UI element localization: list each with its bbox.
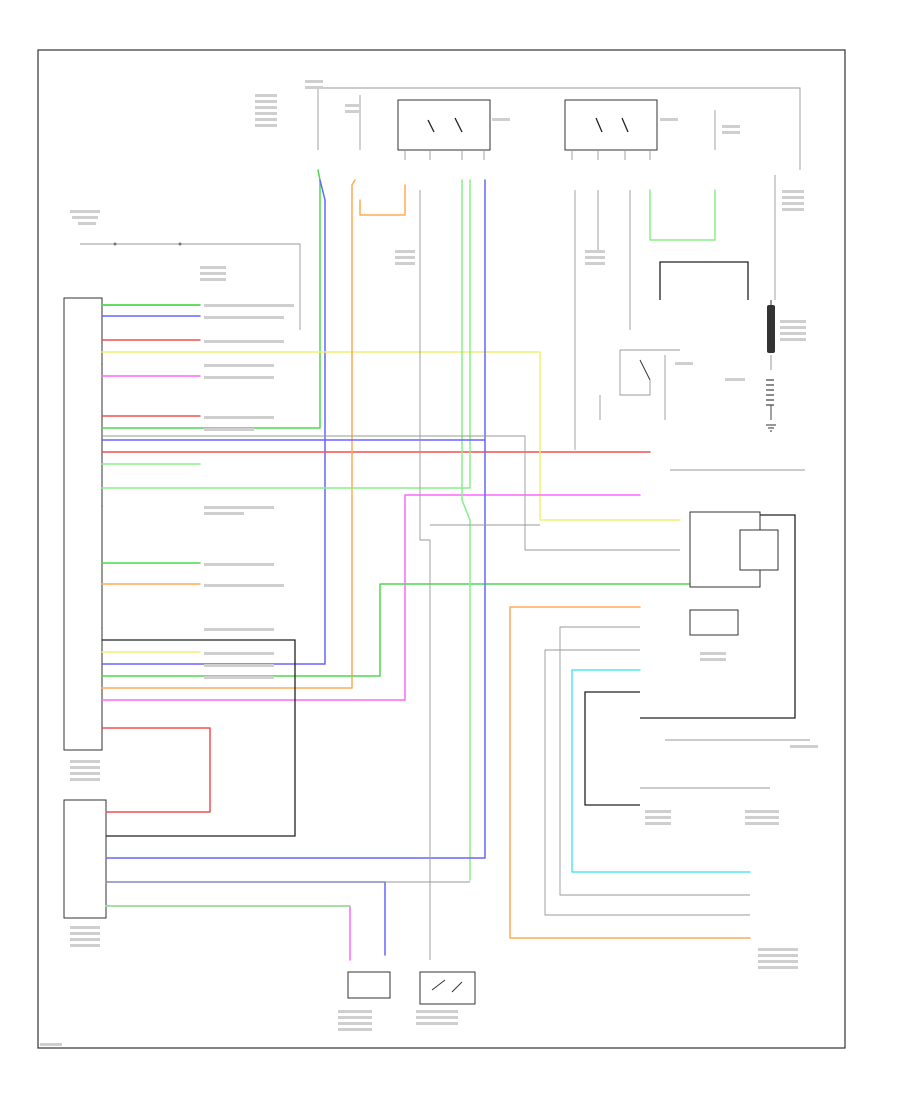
wire-black-3 (659, 261, 749, 300)
wire-lightgreen-2 (101, 179, 471, 489)
wire-green-1 (101, 169, 321, 429)
wire-black-4 (640, 514, 796, 719)
wire-black-1 (102, 639, 296, 837)
top-bus-wire (317, 87, 801, 170)
relay-switch-icon (599, 349, 680, 420)
label-placeholders (40, 80, 818, 1046)
engine-control-module (63, 799, 107, 919)
ground-icon (766, 424, 776, 432)
wire-lightgreen-5 (105, 189, 716, 907)
bottom-sensor-left (347, 971, 391, 999)
wire-cyan-1 (571, 669, 751, 873)
brake-switch-wire (80, 243, 301, 330)
bottom-switch-block (419, 971, 476, 1005)
wire-red-3 (101, 727, 211, 813)
wire-yellow-1 (101, 351, 681, 521)
wire-lightgreen-6 (461, 179, 471, 881)
wire-orange-2 (101, 179, 406, 689)
wire-orange-3 (509, 606, 751, 939)
wire-pink-2 (101, 494, 641, 701)
sub-relay-block (689, 609, 739, 636)
left-connector-module (63, 297, 103, 751)
wire-pink-3 (105, 905, 351, 961)
relay-box-left (397, 99, 491, 160)
wire-black-2 (584, 691, 640, 806)
wire-lightgreen-4 (101, 583, 691, 677)
relay-box-right (564, 99, 658, 160)
wire-blue-3 (101, 179, 486, 859)
diagram-frame (37, 49, 846, 1049)
coil-icon (766, 379, 774, 420)
wire-blue-4 (105, 881, 386, 956)
battery-icon (767, 300, 775, 370)
wire-blue-2 (101, 179, 326, 665)
